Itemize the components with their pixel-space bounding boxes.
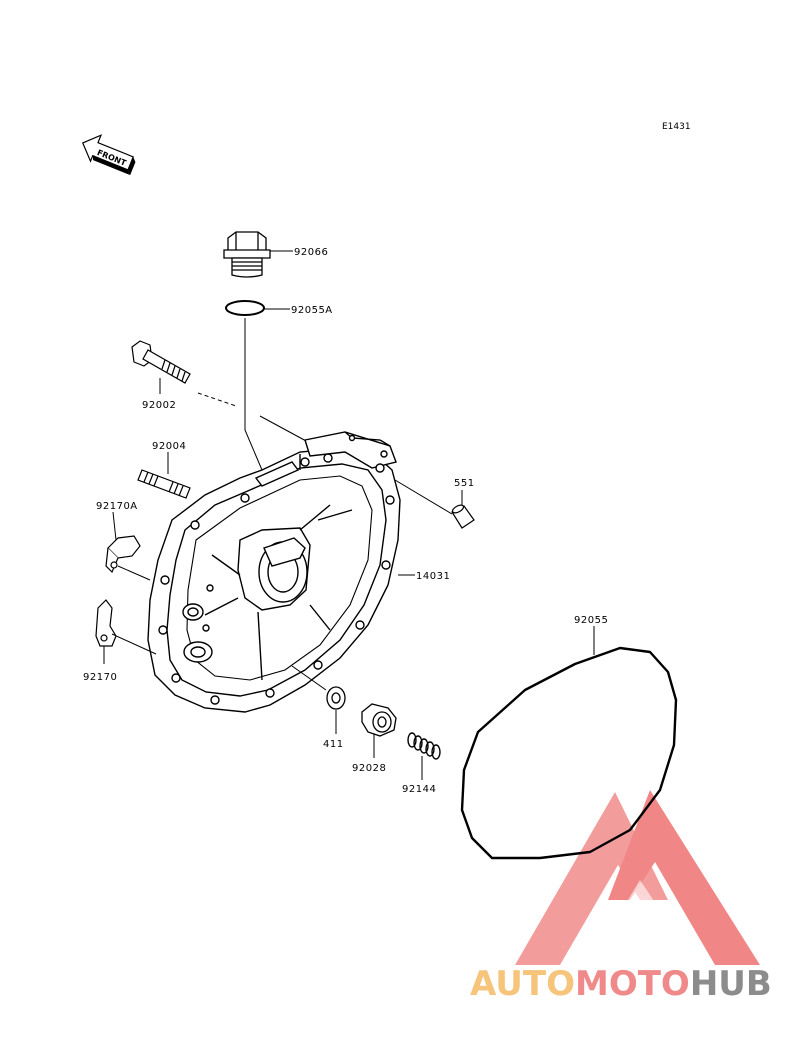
front-arrow-icon: FRONT (81, 134, 136, 176)
spring (407, 732, 441, 760)
oil-filler-cap (223, 231, 271, 278)
part-label-92002: 92002 (142, 400, 176, 411)
watermark-text: AUTOMOTOHUB (470, 964, 772, 1004)
part-label-92144: 92144 (402, 784, 436, 795)
part-label-14031: 14031 (416, 571, 450, 582)
clutch-cover (147, 431, 401, 713)
part-label-92066: 92066 (294, 247, 328, 258)
diagram-ref-code: E1431 (662, 122, 691, 132)
watermark-moto: MOTO (575, 964, 690, 1004)
stud-bolt (137, 469, 191, 499)
watermark-logo (515, 790, 760, 965)
o-ring-small (225, 300, 265, 316)
cover-gasket (460, 646, 678, 860)
part-label-92170A: 92170A (96, 501, 138, 512)
bolt-long (131, 340, 191, 384)
watermark-hub: HUB (690, 964, 772, 1004)
part-label-551: 551 (454, 478, 475, 489)
part-label-92004: 92004 (152, 441, 186, 452)
clamp-a (105, 535, 141, 574)
watermark-triangle-right (608, 790, 760, 965)
watermark-auto: AUTO (470, 964, 575, 1004)
watermark-triangle-left (515, 792, 668, 965)
part-label-411: 411 (323, 739, 344, 750)
part-label-92028: 92028 (352, 763, 386, 774)
part-label-92055A: 92055A (291, 305, 333, 316)
part-label-92055: 92055 (574, 615, 608, 626)
dowel-pin (451, 504, 475, 529)
part-label-92170: 92170 (83, 672, 117, 683)
bushing (361, 703, 397, 737)
washer (326, 686, 346, 710)
clamp-b (95, 599, 117, 647)
watermark-triangle-inner (595, 880, 690, 955)
